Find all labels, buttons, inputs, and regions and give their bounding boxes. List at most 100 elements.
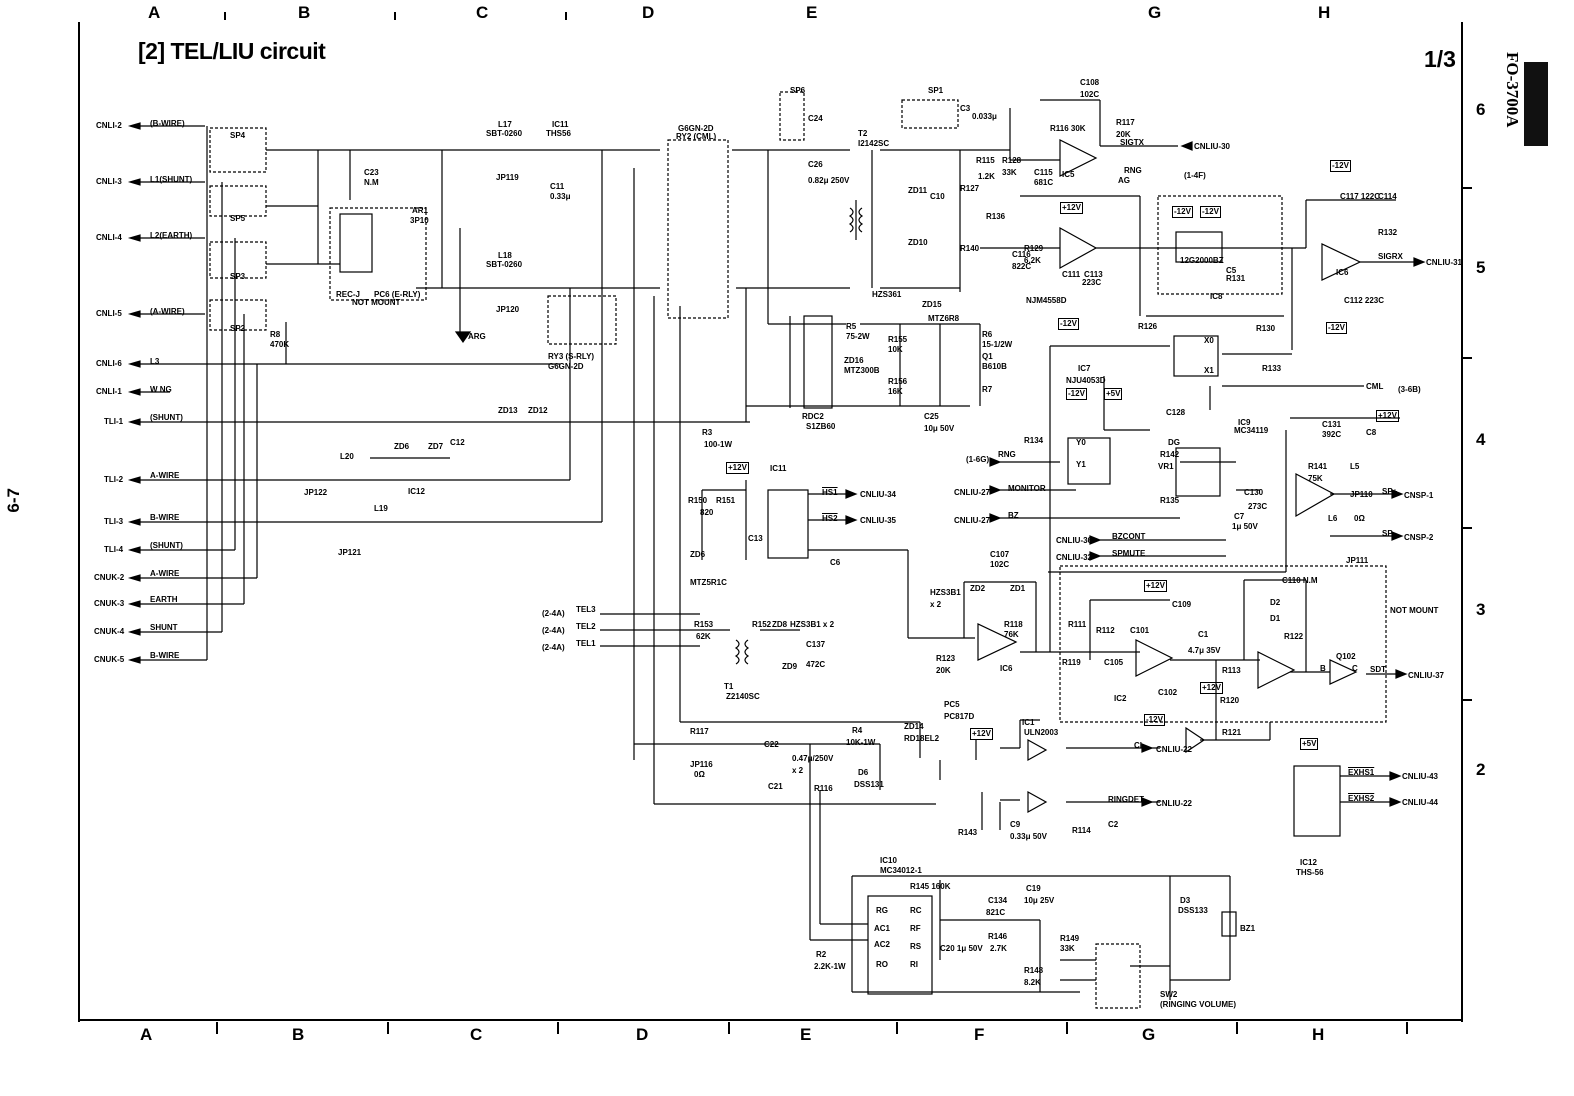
component-label: C107 <box>990 550 1010 559</box>
component-label: PC817D <box>944 712 975 721</box>
component-label: R127 <box>960 184 980 193</box>
component-label: C116 <box>1012 250 1031 259</box>
component-label: ZD2 <box>970 584 986 593</box>
output-ci: CI <box>1134 741 1142 750</box>
component-label: C115 <box>1034 168 1053 177</box>
ic-bodies <box>339 213 1341 995</box>
connector-tli-1: TLI-1 <box>104 417 124 426</box>
power-label: +12V <box>726 462 749 474</box>
component-label: 4.7μ 35V <box>1188 646 1221 655</box>
component-label: R4 <box>852 726 863 735</box>
component-label: NJM4558D <box>1026 296 1067 305</box>
component-label: 0Ω <box>694 770 705 779</box>
component-label: C131 <box>1322 420 1342 429</box>
component-label: DSS133 <box>1178 906 1208 915</box>
component-label: L19 <box>374 504 388 513</box>
mid-wires <box>340 316 1400 740</box>
component-label: R6 <box>982 330 993 339</box>
component-label: R130 <box>1256 324 1276 333</box>
component-label: R112 <box>1096 626 1115 635</box>
component-label: R148 <box>1024 966 1044 975</box>
connector-cnli-1-signal: W NG <box>150 385 172 394</box>
output-hs2: HS2 <box>822 514 838 523</box>
component-label: SP3 <box>230 272 246 281</box>
component-label: IC5 <box>1062 170 1075 179</box>
component-label: ZD14 <box>904 722 924 731</box>
output-ringdet-dest: CNLIU-22 <box>1156 799 1193 808</box>
component-label: RDC2 <box>802 412 824 421</box>
zone-bottom-c: C <box>470 1025 483 1044</box>
output-sdt: SDT <box>1370 665 1386 674</box>
component-label: 102C <box>1080 90 1100 99</box>
component-label: JP120 <box>496 305 520 314</box>
output-exhs1: EXHS1 <box>1348 768 1375 777</box>
component-label: C26 <box>808 160 823 169</box>
component-label: R143 <box>958 828 978 837</box>
component-label: ULN2003 <box>1024 728 1059 737</box>
component-label: C25 <box>924 412 939 421</box>
component-label: PC6 (E-RLY) <box>374 290 421 299</box>
component-label: IC12 <box>408 487 425 496</box>
component-label: ZD6 <box>690 550 706 559</box>
component-label: R141 <box>1308 462 1328 471</box>
output-sp-minus: SP- <box>1382 529 1396 538</box>
component-label: R5 <box>846 322 857 331</box>
component-label: R122 <box>1284 632 1304 641</box>
component-label: BZ1 <box>1240 924 1256 933</box>
component-label: R111 <box>1068 620 1087 629</box>
component-label: R120 <box>1220 696 1240 705</box>
connector-cnli-4-signal: L2(EARTH) <box>150 231 193 240</box>
component-label: 20K <box>936 666 951 675</box>
component-label: R145 160K <box>910 882 951 891</box>
component-label: 821C <box>986 908 1006 917</box>
component-label: IC10 <box>880 856 897 865</box>
connector-tli-3-signal: B-WIRE <box>150 513 180 522</box>
component-label: AG <box>1118 176 1130 185</box>
component-label: IC7 <box>1078 364 1091 373</box>
component-label: N.M <box>364 178 379 187</box>
component-label: 2.2K-1W <box>814 962 846 971</box>
component-label: ARG <box>468 332 486 341</box>
component-label: R116 30K <box>1050 124 1086 133</box>
component-label: D2 <box>1270 598 1281 607</box>
output-ci-dest: CNLIU-22 <box>1156 745 1193 754</box>
component-label: IC8 <box>1210 292 1223 301</box>
component-label: RG <box>876 906 888 915</box>
component-label: ZD16 <box>844 356 864 365</box>
component-label: JP110 <box>1350 490 1373 499</box>
connector-cnli-5-signal: (A-WIRE) <box>150 307 185 316</box>
component-label: R131 <box>1226 274 1246 283</box>
row-3: 3 <box>1476 600 1486 619</box>
component-label: ZD12 <box>528 406 548 415</box>
component-label: R117 <box>690 727 709 736</box>
component-label: x 2 <box>792 766 804 775</box>
component-label: D1 <box>1270 614 1281 623</box>
power-label: -12V <box>1066 388 1087 400</box>
component-label: C1 <box>1198 630 1209 639</box>
component-label: IC11 <box>770 464 787 473</box>
power-label: +12V <box>1144 580 1167 592</box>
component-label: 273C <box>1248 502 1268 511</box>
connector-tli-4-signal: (SHUNT) <box>150 541 183 550</box>
component-label: ZD11 <box>908 186 928 195</box>
component-label: C6 <box>830 558 841 567</box>
component-label: D6 <box>858 768 869 777</box>
output-hs1: HS1 <box>822 488 838 497</box>
component-label: Y0 <box>1076 438 1086 447</box>
model-label: FO-3700A <box>1503 52 1522 128</box>
component-label: R155 <box>888 335 908 344</box>
output-sigrx-dest: CNLIU-31 <box>1426 258 1463 267</box>
connector-cnuk-2-signal: A-WIRE <box>150 569 180 578</box>
zone-bottom-b: B <box>292 1025 305 1044</box>
component-label: RF <box>910 924 921 933</box>
connector-cnli-4: CNLI-4 <box>96 233 122 242</box>
component-label: 0.82μ 250V <box>808 176 850 185</box>
component-label: C110 N.M <box>1282 576 1318 585</box>
component-label: 10μ 25V <box>1024 896 1055 905</box>
component-label: 0.47μ/250V <box>792 754 834 763</box>
component-label: C9 <box>1010 820 1021 829</box>
component-label: R2 <box>816 950 827 959</box>
component-label: R118 <box>1004 620 1023 629</box>
component-label: C20 1μ 50V <box>940 944 983 953</box>
output-rng: RNG <box>1124 166 1142 175</box>
